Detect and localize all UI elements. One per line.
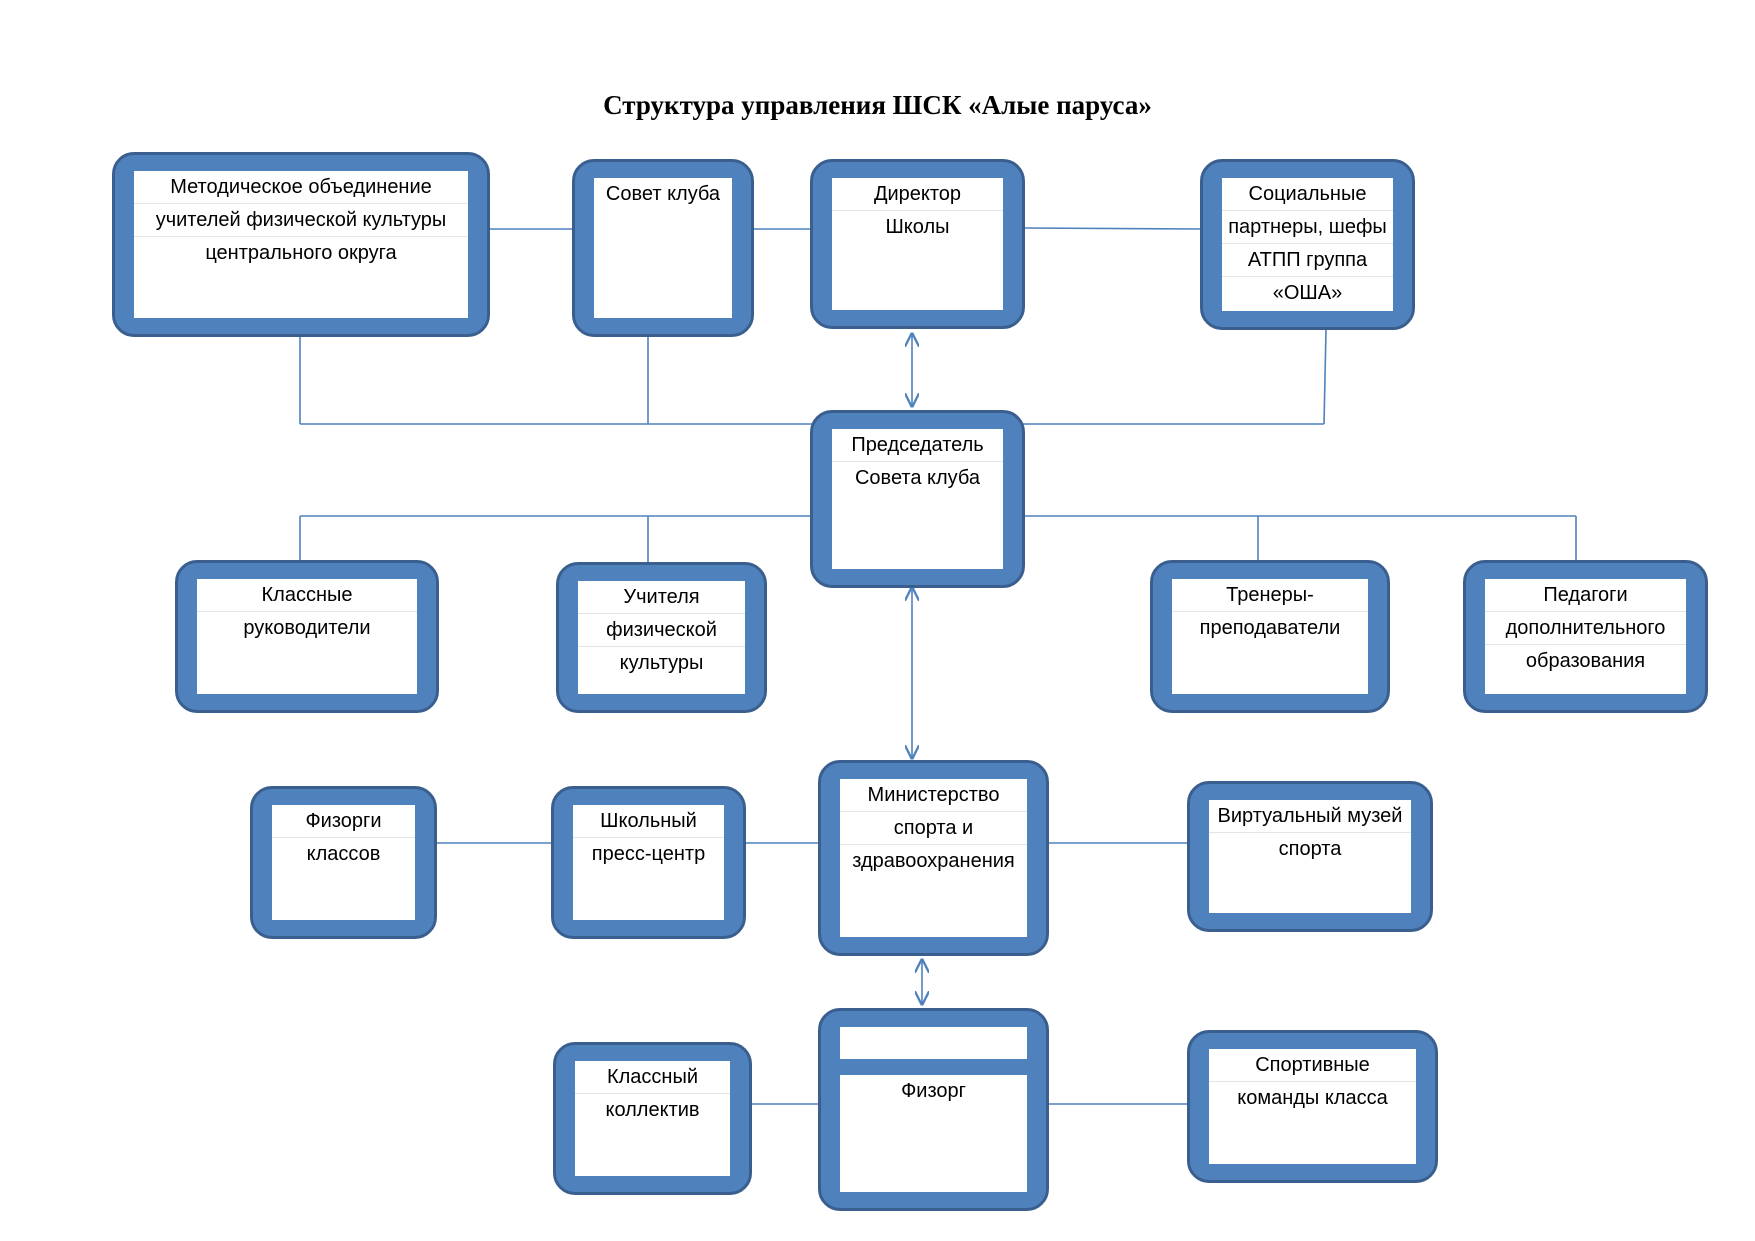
box-text-line: центрального округа (205, 242, 397, 264)
box-virtualnyi-muzei-sporta[interactable]: Виртуальный музей спорта (1187, 781, 1433, 932)
box-text-line: Совета клуба (854, 467, 981, 489)
box-text-line: Классные (197, 579, 417, 612)
box-text-line: спорта (1278, 838, 1342, 860)
box-fizorgi-klassov[interactable]: Физорги классов (250, 786, 437, 939)
box-text-line: пресс-центр (591, 843, 706, 865)
box-fizorg[interactable]: Физорг (818, 1008, 1049, 1211)
box-text-line: Социальные (1222, 178, 1393, 211)
box-text-line: физической (578, 614, 745, 647)
box-sportivnye-komandy-klassa[interactable]: Спортивные команды класса (1187, 1030, 1438, 1183)
box-text-line: Школы (885, 216, 950, 238)
box-text-line: Педагоги (1485, 579, 1686, 612)
box-klassnyi-kollektiv[interactable]: Классный коллектив (553, 1042, 752, 1195)
box-sovet-kluba[interactable]: Совет клуба (572, 159, 754, 337)
box-text-line: здравоохранения (852, 850, 1015, 872)
box-text-line: Директор (832, 178, 1003, 211)
box-shkolnyi-press-centr[interactable]: Школьный пресс-центр (551, 786, 746, 939)
box-text-line: АТПП группа (1222, 244, 1393, 277)
box-text-line: Физорг (901, 1080, 966, 1102)
connector-direktor-partnery (1024, 227, 1201, 230)
box-text-line: преподаватели (1199, 617, 1341, 639)
box-text-line: руководители (243, 617, 371, 639)
diagram-title: Структура управления ШСК «Алые паруса» (603, 90, 1152, 120)
box-text-line: Тренеры- (1172, 579, 1368, 612)
box-text-line: Спортивные (1209, 1049, 1416, 1082)
box-text-line: Министерство (840, 779, 1027, 812)
box-text-line: дополнительного (1485, 612, 1686, 645)
box-text-line: Председатель (832, 429, 1003, 462)
box-text-line: «ОША» (1272, 282, 1343, 304)
box-text-line: спорта и (840, 812, 1027, 845)
box-text-line: Совет клуба (605, 183, 721, 205)
box-text-line: Виртуальный музей (1209, 800, 1411, 833)
connector-partnery-down (1323, 329, 1327, 425)
box-trenery-prepodavateli[interactable]: Тренеры-преподаватели (1150, 560, 1390, 713)
box-text-line: Физорги (272, 805, 415, 838)
box-text-line: Школьный (573, 805, 724, 838)
box-text-line: Классный (575, 1061, 730, 1094)
fizorg-blank-row (840, 1027, 1027, 1059)
box-text-line: образования (1525, 650, 1646, 672)
box-text-line: Методическое объединение (134, 171, 468, 204)
box-text-line: классов (306, 843, 381, 865)
box-text-line: коллектив (605, 1099, 700, 1121)
box-text-line: партнеры, шефы (1222, 211, 1393, 244)
box-klassnye-rukovoditeli[interactable]: Классные руководители (175, 560, 439, 713)
box-text-line: учителей физической культуры (134, 204, 468, 237)
box-text-line: культуры (619, 652, 704, 674)
box-text-line: команды класса (1237, 1087, 1388, 1109)
box-text-line: Учителя (578, 581, 745, 614)
